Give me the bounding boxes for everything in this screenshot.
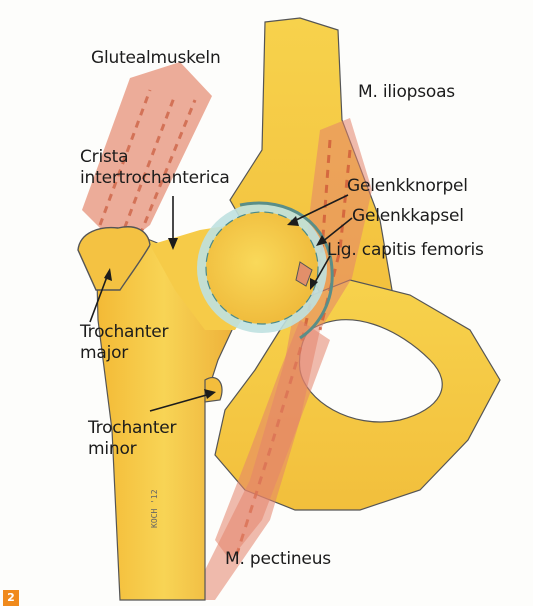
figure-number-badge: 2 — [3, 590, 19, 606]
label-trochanter-minor: Trochanter minor — [88, 418, 176, 460]
label-gelenkknorpel: Gelenkknorpel — [347, 176, 468, 196]
label-troch-minor-line2: minor — [88, 439, 176, 460]
label-iliopsoas: M. iliopsoas — [358, 82, 455, 102]
label-glutealmuskeln: Glutealmuskeln — [91, 48, 221, 68]
label-trochanter-major: Trochanter major — [80, 322, 168, 364]
label-troch-minor-line1: Trochanter — [88, 418, 176, 439]
label-crista-line2: intertrochanterica — [80, 168, 230, 189]
label-troch-major-line2: major — [80, 343, 168, 364]
artist-signature: KOCH '12 — [150, 489, 159, 528]
label-crista-intertrochanterica: Crista intertrochanterica — [80, 147, 230, 189]
label-troch-major-line1: Trochanter — [80, 322, 168, 343]
label-lig-capitis-femoris: Lig. capitis femoris — [327, 240, 484, 260]
label-crista-line1: Crista — [80, 147, 230, 168]
label-gelenkkapsel: Gelenkkapsel — [352, 206, 464, 226]
label-m-pectineus: M. pectineus — [225, 549, 331, 569]
